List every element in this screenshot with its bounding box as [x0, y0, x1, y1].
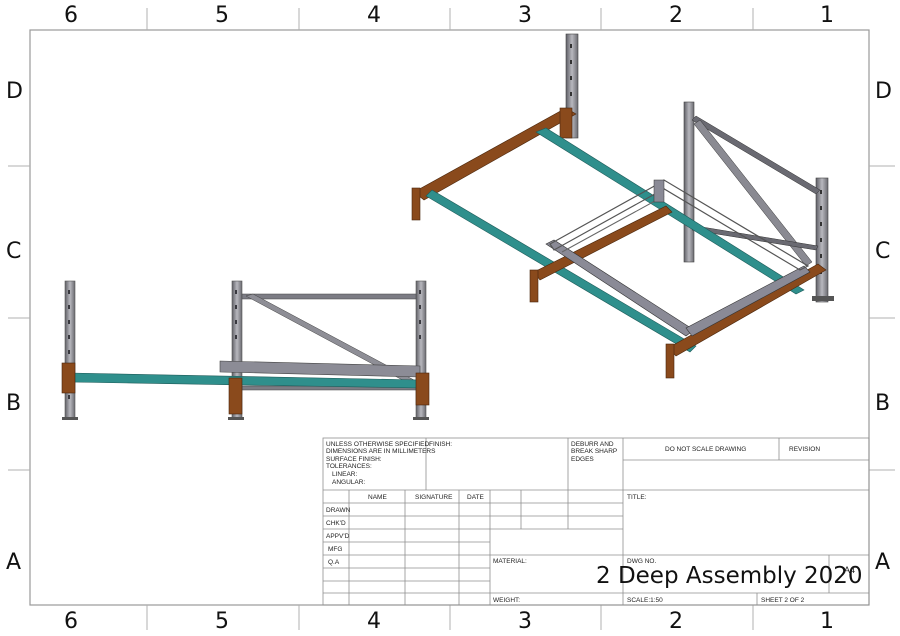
tb-row-mfg: MFG: [328, 546, 343, 553]
zone-col-bottom-3: 3: [518, 609, 532, 634]
zone-row-right-D: D: [875, 79, 892, 104]
tb-finish-label: FINISH:: [429, 441, 453, 448]
tb-note-6: ANGULAR:: [332, 479, 366, 486]
tb-dwg-no-label: DWG NO.: [627, 558, 657, 565]
iso-grey-rail-front: [685, 265, 811, 337]
zone-col-top-1: 1: [820, 3, 834, 28]
title-block: [322, 437, 870, 606]
iso-teal-beam-left: [425, 189, 697, 353]
tb-note-3: SURFACE FINISH:: [326, 456, 382, 463]
zone-col-top-4: 4: [367, 3, 381, 28]
tb-size: A4: [844, 565, 856, 575]
tb-deburr-1: DEBURR AND: [571, 441, 614, 448]
tb-scale: SCALE:1:50: [627, 597, 663, 604]
zone-col-bottom-6: 6: [64, 609, 78, 634]
drawing-title: 2 Deep Assembly 2020: [596, 563, 863, 589]
tb-sheet: SHEET 2 OF 2: [761, 597, 805, 604]
side-elevation-view: [61, 280, 430, 420]
tb-note-1: UNLESS OTHERWISE SPECIFIED:: [326, 441, 431, 448]
zone-col-top-5: 5: [215, 3, 229, 28]
horizontal-brace: [241, 293, 417, 300]
zone-col-bottom-2: 2: [669, 609, 683, 634]
iso-rust-beam-rear: [413, 107, 577, 201]
zone-row-left-D: D: [6, 79, 23, 104]
zone-col-bottom-1: 1: [820, 609, 834, 634]
zone-col-bottom-5: 5: [215, 609, 229, 634]
tb-title-label: TITLE:: [627, 494, 647, 501]
iso-rust-beam-front: [667, 263, 827, 357]
zone-row-left-B: B: [6, 391, 22, 416]
grey-rail-side: [219, 360, 421, 378]
tb-row-appvd: APPV'D: [326, 533, 350, 540]
zone-col-top-6: 6: [64, 3, 78, 28]
sheet-border: [8, 8, 895, 630]
tb-material-label: MATERIAL:: [493, 558, 527, 565]
tb-col-name: NAME: [368, 494, 387, 501]
tb-note-2: DIMENSIONS ARE IN MILLIMETERS: [326, 448, 436, 455]
tb-note-4: TOLERANCES:: [326, 463, 372, 470]
tb-row-chkd: CHK'D: [326, 520, 346, 527]
zone-col-top-2: 2: [669, 3, 683, 28]
iso-upright-right-1: [683, 101, 695, 263]
tb-col-signature: SIGNATURE: [415, 494, 453, 501]
tb-deburr-2: BREAK SHARP: [571, 448, 618, 455]
zone-row-left-A: A: [6, 550, 22, 575]
tb-col-date: DATE: [467, 494, 484, 501]
zone-row-right-C: C: [875, 239, 891, 264]
iso-grey-rail-left: [545, 239, 695, 337]
zone-row-right-A: A: [875, 550, 891, 575]
zone-row-left-C: C: [6, 239, 22, 264]
tb-revision-label: REVISION: [789, 446, 821, 453]
zone-row-right-B: B: [875, 391, 891, 416]
tb-deburr-3: EDGES: [571, 456, 594, 463]
zone-col-top-3: 3: [518, 3, 532, 28]
isometric-view: [411, 33, 834, 379]
tb-row-qa: Q.A: [328, 559, 340, 566]
tb-weight-label: WEIGHT:: [493, 597, 521, 604]
zone-col-bottom-4: 4: [367, 609, 381, 634]
tb-row-drawn: DRAWN: [326, 507, 351, 514]
tb-note-5: LINEAR:: [332, 471, 358, 478]
tb-do-not-scale: DO NOT SCALE DRAWING: [665, 446, 747, 453]
